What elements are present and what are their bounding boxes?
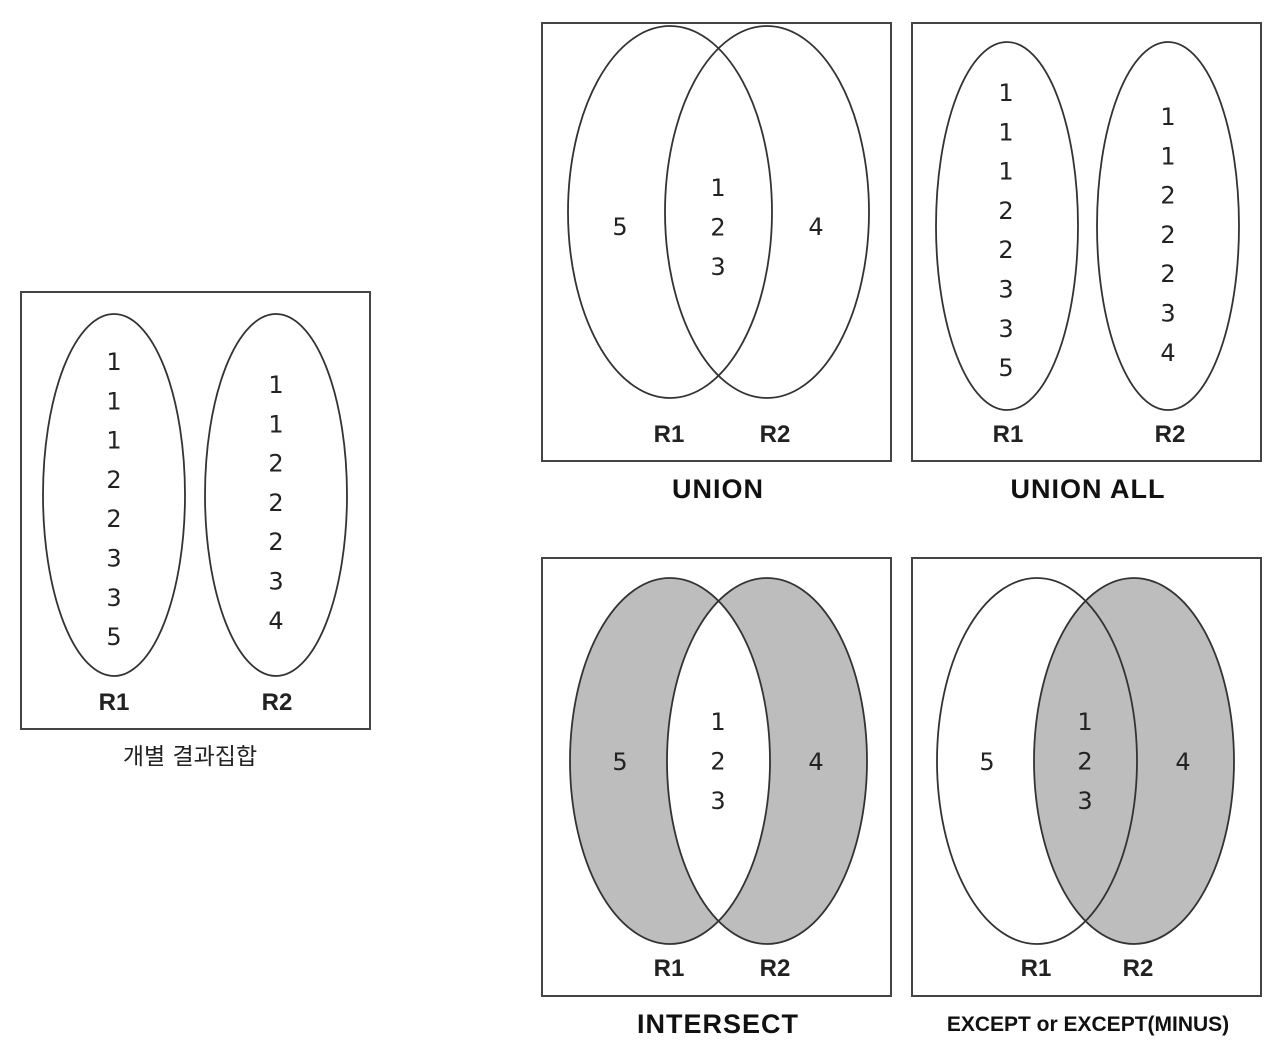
right-only-value: 4 (808, 213, 823, 241)
r2-label: R2 (1123, 955, 1154, 982)
set-value: 1 (268, 410, 283, 438)
set-value: 1 (998, 158, 1013, 186)
r1-values: 1 1 1 2 2 3 3 5 (106, 348, 121, 651)
r2-shaded-region (1034, 578, 1234, 944)
r2-values: 1 1 2 2 2 3 4 (268, 371, 283, 635)
union-caption: UNION (672, 474, 764, 504)
r2-ellipse (664, 25, 870, 399)
intersection-values: 1 2 3 (1077, 708, 1092, 815)
except-caption: EXCEPT or EXCEPT(MINUS) (947, 1013, 1229, 1036)
set-value: 3 (1077, 787, 1092, 815)
r2-ellipse (204, 313, 348, 677)
set-value: 5 (106, 623, 121, 651)
r1-label: R1 (99, 689, 130, 716)
r2-label: R2 (262, 689, 293, 716)
set-value: 2 (998, 197, 1013, 225)
set-value: 1 (1160, 103, 1175, 131)
intersect-caption: INTERSECT (637, 1009, 799, 1039)
set-value: 3 (998, 276, 1013, 304)
set-value: 3 (710, 253, 725, 281)
r1-ellipse (935, 41, 1079, 411)
r2-values: 1 1 2 2 2 3 4 (1160, 103, 1175, 367)
r2-label: R2 (760, 955, 791, 982)
set-value: 4 (268, 607, 283, 635)
set-value: 5 (998, 354, 1013, 382)
r2-ellipse (1033, 577, 1235, 945)
right-only-value: 4 (1175, 748, 1190, 776)
set-value: 2 (268, 528, 283, 556)
except-box (911, 557, 1262, 997)
set-value: 2 (268, 489, 283, 517)
set-value: 2 (998, 236, 1013, 264)
set-value: 4 (1160, 339, 1175, 367)
set-value: 1 (710, 174, 725, 202)
set-value: 3 (106, 584, 121, 612)
right-only-value: 4 (808, 748, 823, 776)
r2-label: R2 (1155, 421, 1186, 448)
set-value: 1 (106, 387, 121, 415)
r1-label: R1 (654, 955, 685, 982)
set-value: 3 (268, 568, 283, 596)
union-box (541, 22, 892, 462)
r1-ellipse (569, 577, 771, 945)
set-value: 1 (268, 371, 283, 399)
set-value: 2 (710, 748, 725, 776)
union-all-caption: UNION ALL (1011, 474, 1166, 504)
left-only-value: 5 (612, 213, 627, 241)
r1-ellipse (42, 313, 186, 677)
set-value: 3 (710, 787, 725, 815)
set-value: 1 (710, 708, 725, 736)
r1-label: R1 (1021, 955, 1052, 982)
union-panel: 5 1 2 3 4 R1 R2 UNION (541, 22, 892, 504)
set-value: 2 (268, 450, 283, 478)
set-value: 2 (1077, 748, 1092, 776)
union-all-panel: 1 1 1 2 2 3 3 5 1 1 2 2 2 3 4 R1 R2 UNION ALL (911, 22, 1262, 504)
set-value: 2 (1160, 182, 1175, 210)
left-only-value: 5 (979, 748, 994, 776)
set-value: 2 (1160, 260, 1175, 288)
intersection-values: 1 2 3 (710, 708, 725, 815)
r1-values: 1 1 1 2 2 3 3 5 (998, 79, 1013, 382)
r1-label: R1 (993, 421, 1024, 448)
intersection-region (667, 578, 770, 944)
set-value: 3 (1160, 300, 1175, 328)
r2-label: R2 (760, 421, 791, 448)
set-value: 1 (106, 427, 121, 455)
r2-ellipse (1096, 41, 1240, 411)
intersect-box (541, 557, 892, 997)
intersect-panel: 5 1 2 3 4 R1 R2 INTERSECT (541, 557, 892, 1039)
intersection-values: 1 2 3 (710, 174, 725, 281)
set-value: 1 (998, 118, 1013, 146)
individual-box (20, 291, 371, 730)
union-all-box (911, 22, 1262, 462)
set-value: 2 (106, 505, 121, 533)
except-panel: 5 1 2 3 4 R1 R2 EXCEPT or EXCEPT(MINUS) (911, 557, 1262, 1036)
set-value: 3 (106, 545, 121, 573)
set-value: 1 (998, 79, 1013, 107)
set-value: 3 (998, 315, 1013, 343)
set-value: 2 (1160, 221, 1175, 249)
left-only-value: 5 (612, 748, 627, 776)
set-value: 1 (1160, 142, 1175, 170)
r1-label: R1 (654, 421, 685, 448)
set-value: 2 (710, 214, 725, 242)
individual-panel: 1 1 1 2 2 3 3 5 1 1 2 2 2 3 4 R1 R2 개별 결과집합 (20, 291, 371, 770)
r1-ellipse (936, 577, 1138, 945)
r1-ellipse (567, 25, 773, 399)
r2-ellipse (666, 577, 868, 945)
set-value: 2 (106, 466, 121, 494)
set-value: 1 (1077, 708, 1092, 736)
set-value: 1 (106, 348, 121, 376)
individual-caption: 개별 결과집합 (123, 744, 257, 770)
